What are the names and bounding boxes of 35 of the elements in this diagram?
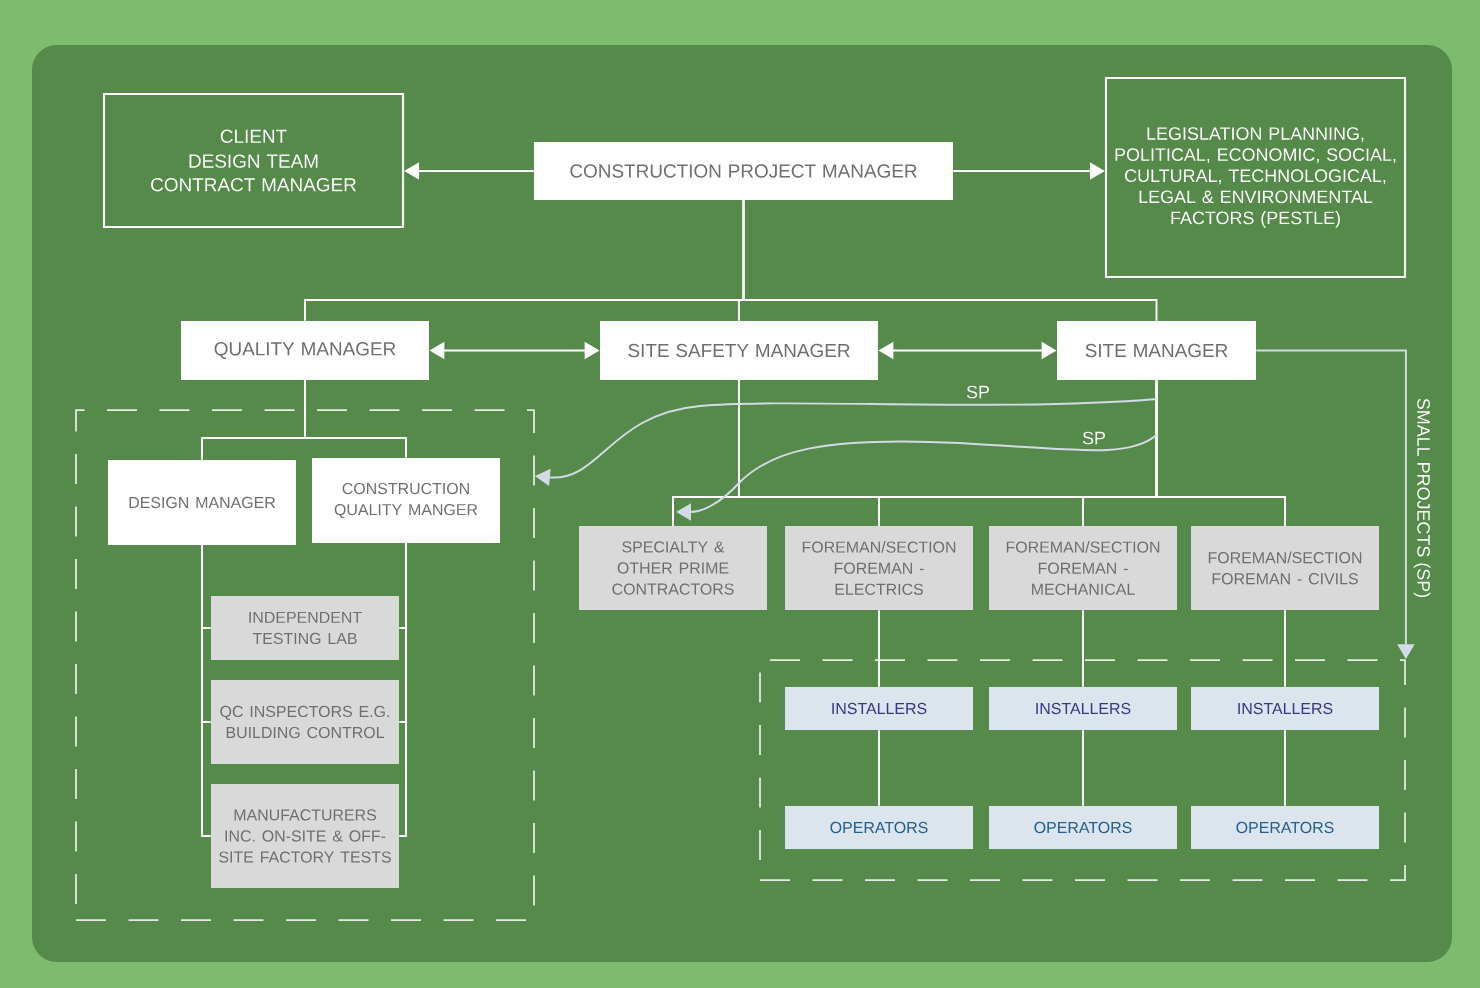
connector-line — [1082, 609, 1084, 688]
connector-line — [878, 609, 880, 688]
connector-line — [1284, 729, 1286, 807]
role-box: SPECIALTY & OTHER PRIME CONTRACTORS — [579, 526, 767, 610]
role-box: OPERATORS — [1191, 806, 1379, 849]
role-box: MANUFACTURERS INC. ON-SITE & OFF-SITE FACTORY TESTS — [211, 784, 399, 888]
role-box: INSTALLERS — [989, 687, 1177, 730]
role-box: QC INSPECTORS E.G. BUILDING CONTROL — [211, 680, 399, 764]
role-box: DESIGN MANAGER — [108, 460, 296, 545]
role-box: FOREMAN/SECTION FOREMAN - CIVILS — [1191, 526, 1379, 610]
role-box: OPERATORS — [989, 806, 1177, 849]
role-box: INSTALLERS — [785, 687, 973, 730]
connector-line — [1284, 609, 1286, 688]
connector-line — [398, 542, 407, 837]
edge-label: SP — [966, 385, 990, 399]
connector-line — [1155, 379, 1286, 527]
role-box: SITE MANAGER — [1057, 321, 1256, 380]
role-box: CONSTRUCTION PROJECT MANAGER — [534, 142, 953, 200]
edge-label: SMALL PROJECTS (SP) — [1413, 398, 1431, 598]
role-box: OPERATORS — [785, 806, 973, 849]
outlined-box: CLIENT DESIGN TEAM CONTRACT MANAGER — [102, 92, 405, 229]
outlined-box: LEGISLATION PLANNING, POLITICAL, ECONOMIC, SOCIAL, CULTURAL, TECHNOLOGICAL, LEGAL & ENVIRONMENTAL FACTORS (PESTLE) — [1104, 76, 1407, 279]
role-box: FOREMAN/SECTION FOREMAN - ELECTRICS — [785, 526, 973, 610]
role-box: INSTALLERS — [1191, 687, 1379, 730]
connector-line — [1082, 729, 1084, 807]
role-box: SITE SAFETY MANAGER — [600, 321, 878, 380]
connector-line — [878, 729, 880, 807]
connector-line — [304, 379, 407, 459]
connector-line — [201, 544, 212, 837]
role-box: FOREMAN/SECTION FOREMAN - MECHANICAL — [989, 526, 1177, 610]
role-box: QUALITY MANAGER — [181, 321, 429, 380]
role-box: INDEPENDENT TESTING LAB — [211, 596, 399, 660]
edge-label: SP — [1082, 431, 1106, 445]
role-box: CONSTRUCTION QUALITY MANGER — [312, 458, 500, 543]
connector-line — [742, 199, 1158, 322]
